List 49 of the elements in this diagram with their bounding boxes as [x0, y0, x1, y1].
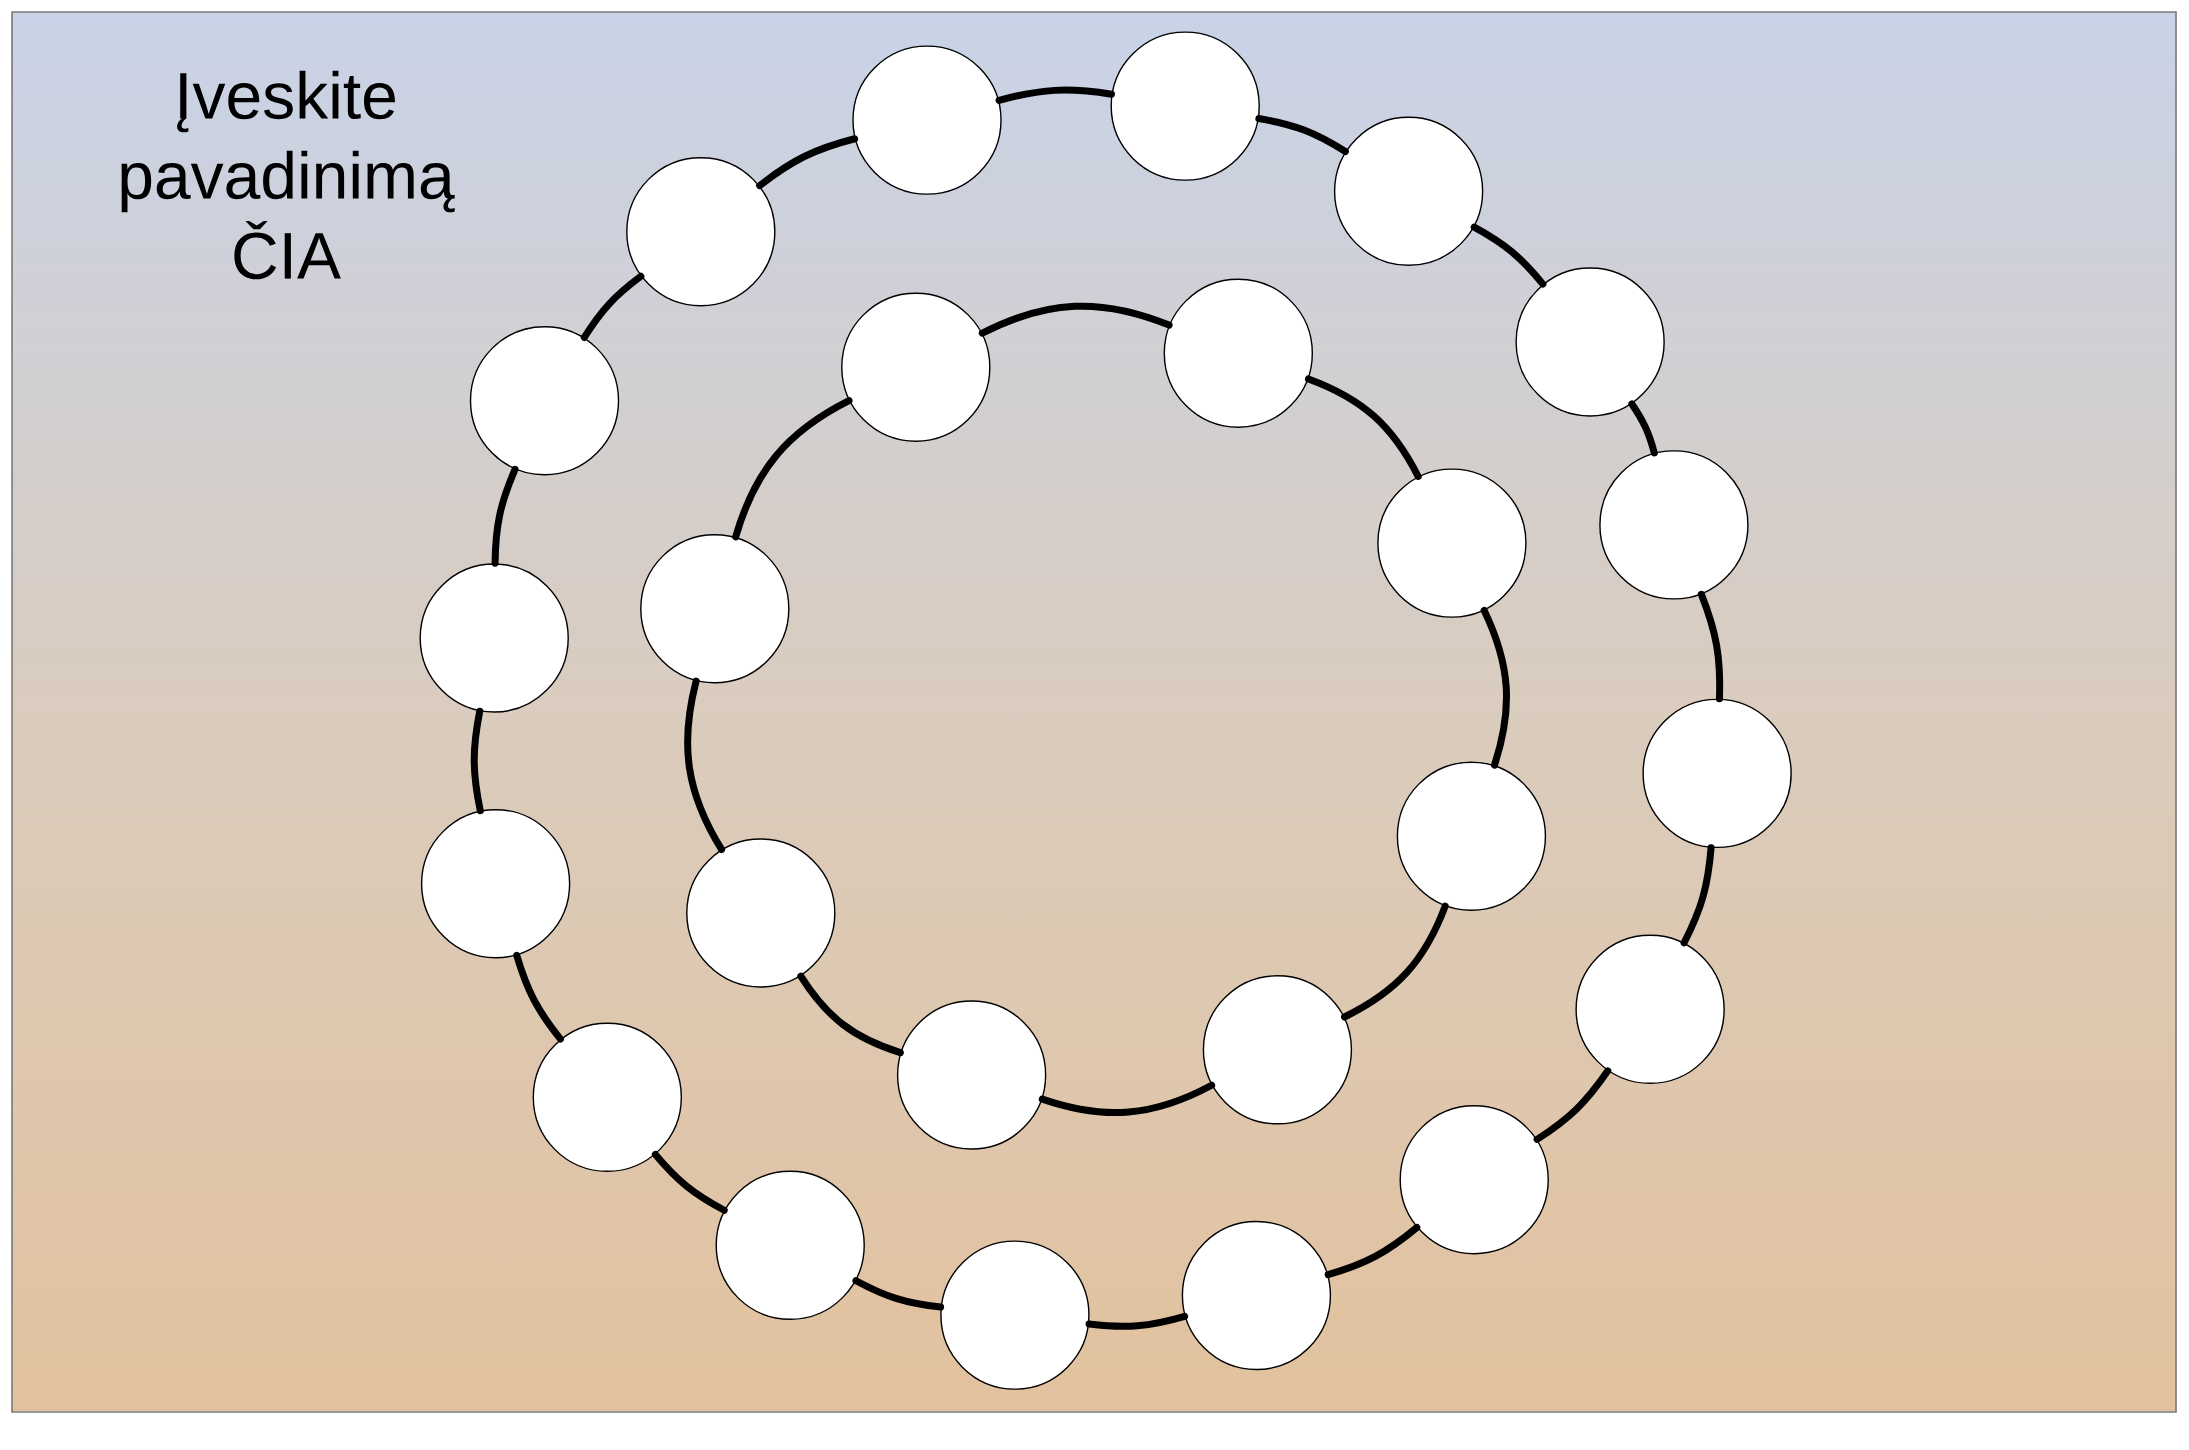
ring-line [491, 465, 519, 567]
title-text: Įveskite pavadinimą ČIA [121, 70, 455, 280]
ring-line [1038, 1081, 1216, 1117]
circle-node [1599, 450, 1749, 600]
ring-line [1324, 1224, 1421, 1279]
ring-line [1697, 590, 1724, 703]
ring-line [1480, 606, 1511, 769]
ring-line [732, 397, 853, 541]
ring-line [1255, 115, 1349, 156]
circle-node [1399, 1105, 1549, 1255]
circle-node [1333, 116, 1484, 266]
circle-node [1377, 468, 1527, 618]
circle-node [532, 1022, 683, 1172]
circle-node [852, 45, 1002, 195]
ring-line [852, 1277, 945, 1311]
ring-line [1470, 223, 1547, 288]
circle-node [1642, 698, 1792, 849]
circle-node [1396, 761, 1547, 911]
ring-line [684, 677, 726, 853]
circle-node [640, 534, 790, 684]
circle-node [1575, 934, 1725, 1084]
circle-node [841, 292, 991, 442]
ring-line [797, 972, 904, 1057]
ring-line [1680, 844, 1715, 947]
ring-line [1628, 400, 1658, 457]
circle-node [896, 1000, 1047, 1150]
ring-line [580, 272, 645, 341]
circle-node [1163, 278, 1313, 428]
circle-node [469, 326, 620, 476]
circle-node [419, 563, 569, 713]
ring-line [756, 135, 859, 190]
circle-node [1181, 1220, 1332, 1371]
ring-line [470, 707, 484, 815]
circle-node [1202, 975, 1353, 1125]
ring-line [1304, 375, 1422, 480]
circle-node [940, 1240, 1090, 1390]
ring-line [995, 86, 1115, 104]
ring-line [513, 951, 564, 1043]
circle-node [626, 157, 776, 307]
ring-line [1085, 1312, 1189, 1330]
circle-node [715, 1170, 865, 1320]
ring-line [978, 302, 1173, 337]
circle-node [1110, 31, 1260, 181]
ring-line [1533, 1067, 1612, 1143]
circle-node [420, 809, 571, 959]
circle-node [686, 838, 836, 988]
ring-line [651, 1151, 728, 1214]
ring-line [1341, 902, 1449, 1021]
circle-node [1515, 267, 1665, 417]
